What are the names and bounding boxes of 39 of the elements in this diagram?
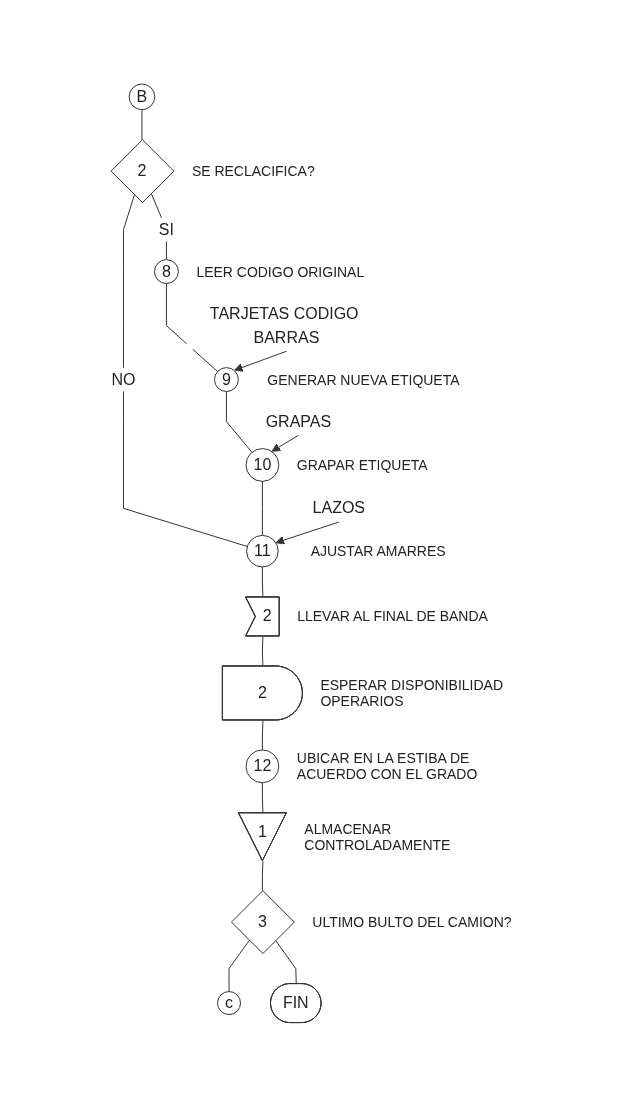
edge-label: SI <box>159 220 175 238</box>
arrow <box>271 435 300 452</box>
connector-line <box>228 940 250 993</box>
node-diamond: 2 <box>110 139 175 204</box>
connector-line <box>262 566 264 599</box>
step-description: LLEVAR AL FINAL DE BANDA <box>297 608 489 625</box>
connector-line <box>262 636 264 668</box>
edge-label: GRAPAS <box>265 412 332 430</box>
connector-line <box>262 720 264 751</box>
connector-line <box>275 940 297 985</box>
node-circle: 11 <box>246 535 279 568</box>
node-circle: 8 <box>154 259 180 285</box>
arrow <box>234 351 288 372</box>
connector-line <box>226 391 253 454</box>
connector-line <box>262 782 264 814</box>
connector-line <box>166 283 219 373</box>
connector-line <box>123 194 248 548</box>
step-description: ULTIMO BULTO DEL CAMION? <box>312 914 512 931</box>
step-description: GRAPAR ETIQUETA <box>297 457 428 474</box>
edge-label: LAZOS <box>312 499 366 517</box>
edge-label: NO <box>111 370 136 388</box>
connector-line <box>141 109 143 141</box>
node-diamond: 3 <box>231 890 296 955</box>
step-description: ESPERAR DISPONIBILIDAD OPERARIOS <box>320 677 504 710</box>
step-description: ALMACENAR CONTROLADAMENTE <box>304 820 451 853</box>
step-description: SE RECLACIFICA? <box>192 163 315 180</box>
step-description: GENERAR NUEVA ETIQUETA <box>267 371 460 388</box>
node-circle: 10 <box>245 448 280 483</box>
step-description: LEER CODIGO ORIGINAL <box>196 263 365 280</box>
edge-label: TARJETAS CODIGO BARRAS <box>210 304 359 346</box>
step-description: UBICAR EN LA ESTIBA DE ACUERDO CON EL GRADO <box>297 750 478 783</box>
connector-line <box>262 481 264 537</box>
node-circle: 9 <box>214 367 240 393</box>
arrow <box>275 521 340 545</box>
connector-line <box>262 860 264 892</box>
node-circle: 12 <box>245 749 280 784</box>
node-circle: B <box>128 83 156 111</box>
step-description: AJUSTAR AMARRES <box>310 543 446 560</box>
node-circle: c <box>217 991 242 1016</box>
